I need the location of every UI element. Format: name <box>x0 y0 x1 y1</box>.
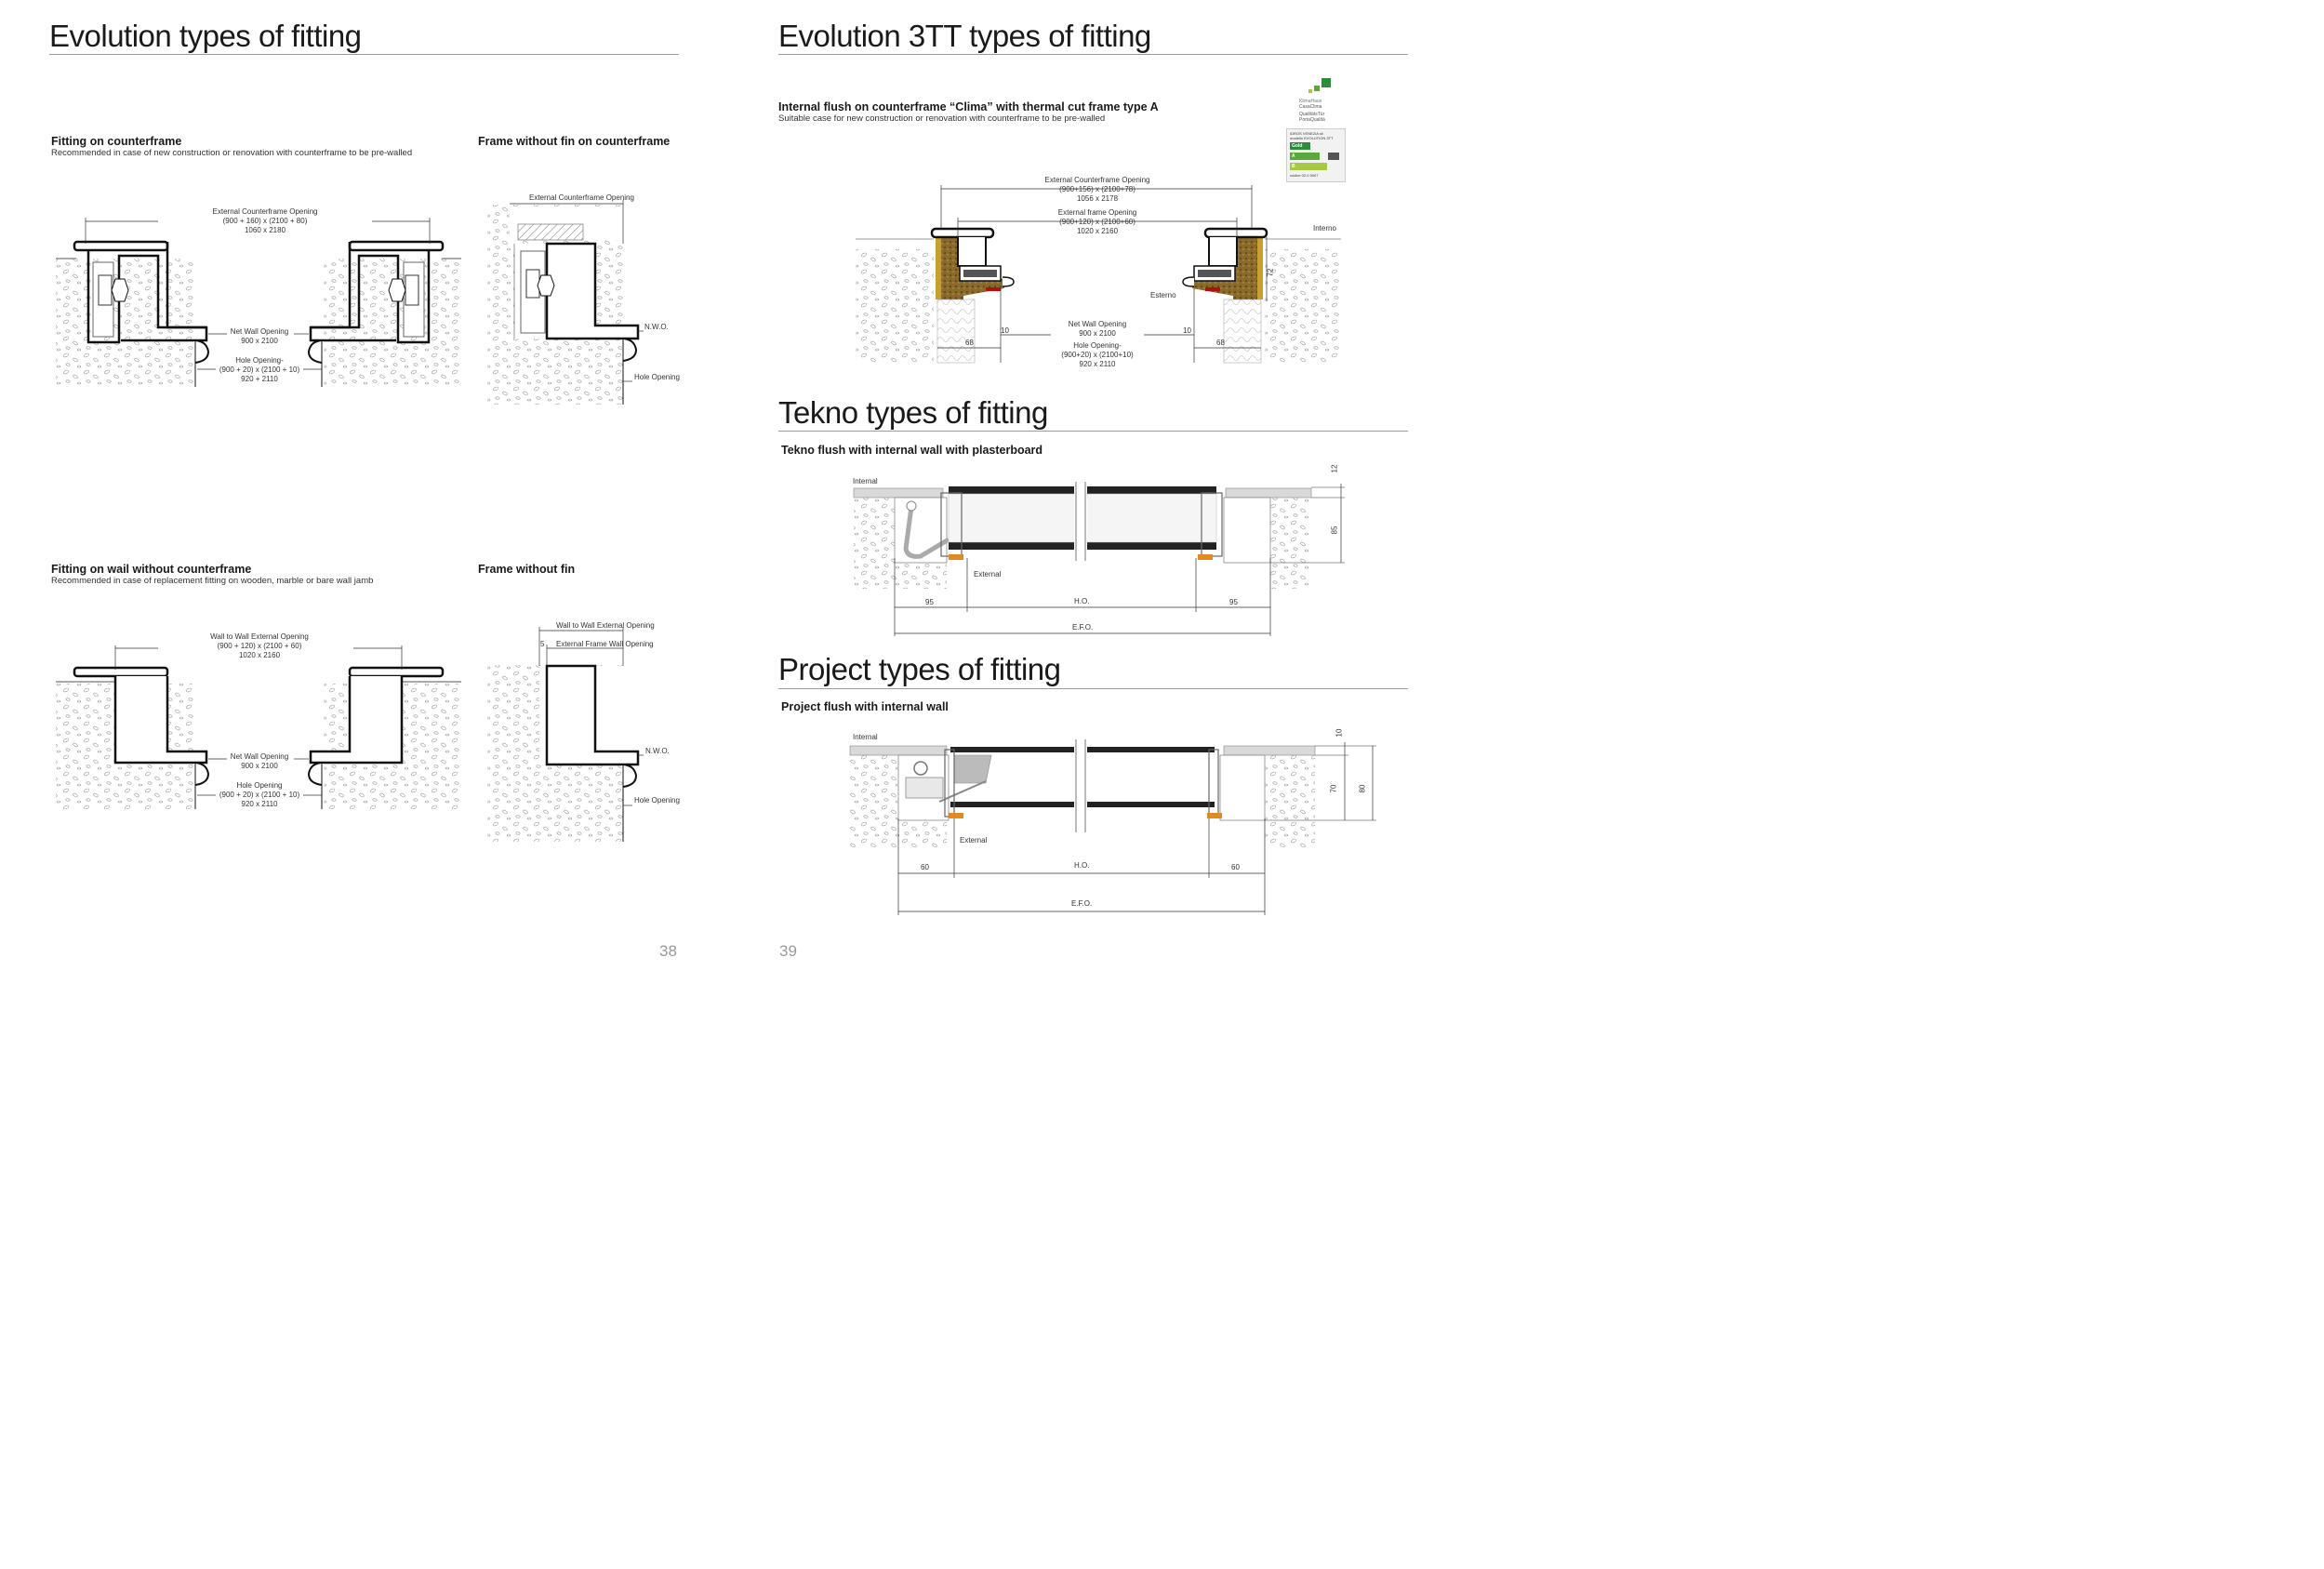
cf-net-wall-value: 900 x 2100 <box>241 337 278 345</box>
nf-cf-nwo-label: N.W.O. <box>644 323 669 331</box>
project-dim-ho: H.O. <box>1074 861 1090 870</box>
e3-ext-cf-formula: (900+156) x (2100+78) <box>1059 185 1135 193</box>
wall-hole-value: 920 x 2110 <box>241 800 278 808</box>
label-model1: IDROS VENEZIA sil <box>1290 131 1323 136</box>
energy-label: IDROS VENEZIA sil modello EVOLUTION 3TT … <box>1286 128 1346 182</box>
label-b: B <box>1292 164 1295 169</box>
tekno-dim-12: 12 <box>1330 464 1339 473</box>
nf-frame-label: External Frame Wall Opening <box>556 640 654 648</box>
e3-hole-formula: (900+20) x (2100+10) <box>1061 351 1134 359</box>
project-dim-70: 70 <box>1329 784 1338 793</box>
evolution3tt-section-title: Internal flush on counterframe “Clima” w… <box>778 100 1159 113</box>
right-page-number: 39 <box>779 942 797 960</box>
nf-hole-label: Hole Opening <box>634 796 680 804</box>
project-dim-60a: 60 <box>921 863 929 871</box>
left-page-title: Evolution types of fitting <box>49 19 362 53</box>
frame-no-fin-counterframe-title: Frame without fin on counterframe <box>478 135 671 148</box>
e3-esterno: Esterno <box>1150 291 1176 299</box>
fitting-counterframe-drawing <box>56 185 1376 915</box>
label-model2: modello EVOLUTION 3TT <box>1290 136 1334 140</box>
label-code: codice 02.0 0007 <box>1290 173 1319 178</box>
cf-net-wall-label: Net Wall Opening <box>230 327 289 336</box>
e3-hole-label: Hole Opening- <box>1073 341 1122 350</box>
label-a: A <box>1292 153 1295 159</box>
e3-net-wall-label: Net Wall Opening <box>1068 320 1127 328</box>
cf-external-label: External Counterframe Opening <box>212 207 318 216</box>
cf-external-formula: (900 + 160) x (2100 + 80) <box>222 217 308 225</box>
project-dim-10: 10 <box>1335 728 1344 738</box>
e3-interno: Interno <box>1313 224 1336 233</box>
e3-dim-68a: 68 <box>965 339 974 347</box>
cert-quality1: QualitätsTür <box>1299 112 1325 117</box>
evolution3tt-section-subtitle: Suitable case for new construction or re… <box>778 113 1106 124</box>
e3-dim-72: 72 <box>1266 268 1275 277</box>
wall-hole-formula: (900 + 20) x (2100 + 10) <box>219 791 300 799</box>
nf-dim-5: 5 <box>540 640 545 648</box>
nf-nwo-label: N.W.O. <box>645 747 670 755</box>
left-page-number: 38 <box>659 942 677 960</box>
frame-no-fin-title: Frame without fin <box>478 563 576 576</box>
evolution3tt-title: Evolution 3TT types of fitting <box>778 19 1151 53</box>
project-dim-60b: 60 <box>1231 863 1240 871</box>
tekno-dim-efo: E.F.O. <box>1072 623 1094 632</box>
tekno-dim-85: 85 <box>1330 525 1339 535</box>
cf-hole-label: Hole Opening- <box>235 356 284 365</box>
cf-hole-value: 920 + 2110 <box>241 375 278 383</box>
project-title: Project types of fitting <box>778 652 1061 686</box>
wall-net-wall-label: Net Wall Opening <box>230 752 289 761</box>
project-dim-efo: E.F.O. <box>1071 899 1093 908</box>
wall-net-wall-value: 900 x 2100 <box>241 762 278 770</box>
e3-net-wall-value: 900 x 2100 <box>1079 329 1116 338</box>
cert-quality2: PortaQualità <box>1299 117 1325 123</box>
cert-brand2: CasaClima <box>1299 104 1322 110</box>
tekno-internal: Internal <box>853 477 878 485</box>
e3-ext-frame-formula: (900+120) x (2100+60) <box>1059 218 1135 226</box>
tekno-section-title: Tekno flush with internal wall with plas… <box>781 444 1043 457</box>
e3-ext-cf-label: External Counterframe Opening <box>1044 176 1150 184</box>
e3-ext-frame-value: 1020 x 2160 <box>1076 227 1119 235</box>
tekno-dim-95b: 95 <box>1229 598 1238 606</box>
fitting-wall-title: Fitting on wail without counterframe <box>51 563 252 576</box>
tekno-title: Tekno types of fitting <box>778 395 1048 430</box>
project-internal: Internal <box>853 733 878 741</box>
left-title-rule <box>49 54 679 55</box>
cf-hole-formula: (900 + 20) x (2100 + 10) <box>219 366 300 374</box>
tekno-external: External <box>974 570 1002 578</box>
wall-external-label: Wall to Wall External Opening <box>210 632 309 641</box>
e3-hole-value: 920 x 2110 <box>1079 360 1116 368</box>
e3-dim-10b: 10 <box>1183 326 1191 335</box>
wall-external-formula: (900 + 120) x (2100 + 60) <box>217 642 302 650</box>
fitting-counterframe-title: Fitting on counterframe <box>51 135 182 148</box>
project-rule <box>778 688 1408 689</box>
wall-hole-label: Hole Opening <box>236 781 283 790</box>
klimahaus-badge: KlimaHaus CasaClima QualitätsTür PortaQu… <box>1286 78 1346 126</box>
nf-wall-label: Wall to Wall External Opening <box>556 621 655 630</box>
nf-cf-external-label: External Counterframe Opening <box>529 193 634 202</box>
cert-brand: KlimaHaus <box>1299 99 1322 104</box>
fitting-counterframe-subtitle: Recommended in case of new construction … <box>51 148 413 158</box>
cf-external-value: 1060 x 2180 <box>244 226 286 234</box>
tekno-rule <box>778 431 1408 432</box>
project-section-title: Project flush with internal wall <box>781 700 949 713</box>
tekno-dim-ho: H.O. <box>1074 597 1090 605</box>
e3-ext-cf-value: 1056 x 2178 <box>1076 194 1119 203</box>
tekno-dim-95a: 95 <box>925 598 934 606</box>
evolution3tt-rule <box>778 54 1408 55</box>
nf-cf-hole-label: Hole Opening <box>634 373 680 381</box>
fitting-wall-subtitle: Recommended in case of replacement fitti… <box>51 576 374 586</box>
wall-external-value: 1020 x 2160 <box>238 651 281 659</box>
e3-dim-10a: 10 <box>1001 326 1009 335</box>
project-dim-80: 80 <box>1358 784 1367 793</box>
project-external: External <box>960 836 988 844</box>
e3-ext-frame-label: External frame Opening <box>1057 208 1137 217</box>
e3-dim-68b: 68 <box>1216 339 1225 347</box>
label-gold: Gold <box>1292 143 1303 149</box>
